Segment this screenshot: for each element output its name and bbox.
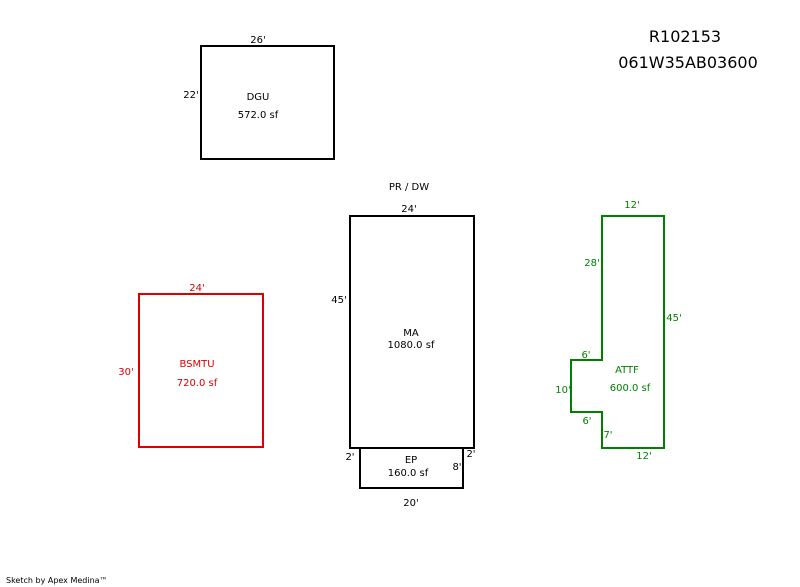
dgu-area: 26' 22' DGU 572.0 sf [183, 35, 335, 160]
ma-outline [349, 215, 475, 449]
bsmtu-area: 24' 30' BSMTU 720.0 sf [118, 283, 264, 448]
attf-dim-top: 12' [624, 200, 639, 211]
ep-name: EP [405, 455, 417, 466]
ma-dim-top: 24' [401, 204, 416, 215]
sketch-credit: Sketch by Apex Medina™ [6, 576, 108, 585]
ma-area: 24' 45' MA 1080.0 sf [331, 204, 475, 449]
ma-name: MA [403, 328, 419, 339]
bsmtu-dim-top: 24' [189, 283, 204, 294]
attf-dim-bottom: 12' [636, 451, 651, 462]
dgu-dim-left: 22' [183, 90, 198, 101]
ep-dim-bottom: 20' [403, 498, 418, 509]
ma-dim-left: 45' [331, 295, 346, 306]
dgu-outline [200, 45, 335, 160]
attf-area: 12' 28' 45' 6' 10' 6' 7' 12' ATTF 600.0 … [555, 200, 681, 462]
pr-dw-label: PR / DW [389, 182, 429, 193]
bsmtu-area-value: 720.0 sf [177, 378, 218, 389]
ep-dim-right-step: 2' [466, 449, 475, 460]
ep-area-value: 160.0 sf [388, 468, 429, 479]
ep-dim-right: 8' [452, 462, 461, 473]
attf-name: ATTF [615, 365, 639, 376]
ep-outline [359, 448, 464, 489]
dgu-dim-top: 26' [250, 35, 265, 46]
bsmtu-name: BSMTU [179, 359, 214, 370]
attf-dim-upper-left: 28' [584, 258, 599, 269]
ep-area: 2' 2' 8' 20' EP 160.0 sf [345, 448, 476, 509]
attf-area-value: 600.0 sf [610, 383, 651, 394]
bsmtu-outline [138, 293, 264, 448]
ep-dim-left-step: 2' [345, 452, 354, 463]
bsmtu-dim-left: 30' [118, 367, 133, 378]
attf-dim-notch-side: 10' [555, 385, 570, 396]
ma-area-value: 1080.0 sf [388, 340, 435, 351]
dgu-name: DGU [247, 92, 270, 103]
dgu-area-value: 572.0 sf [238, 110, 279, 121]
parcel-id: R102153 [649, 27, 721, 46]
attf-dim-right: 45' [666, 313, 681, 324]
attf-dim-notch-bottom: 6' [582, 416, 591, 427]
attf-outline [570, 215, 665, 449]
map-number: 061W35AB03600 [618, 53, 758, 72]
attf-dim-lower-left: 7' [603, 430, 612, 441]
attf-dim-notch-top: 6' [581, 350, 590, 361]
